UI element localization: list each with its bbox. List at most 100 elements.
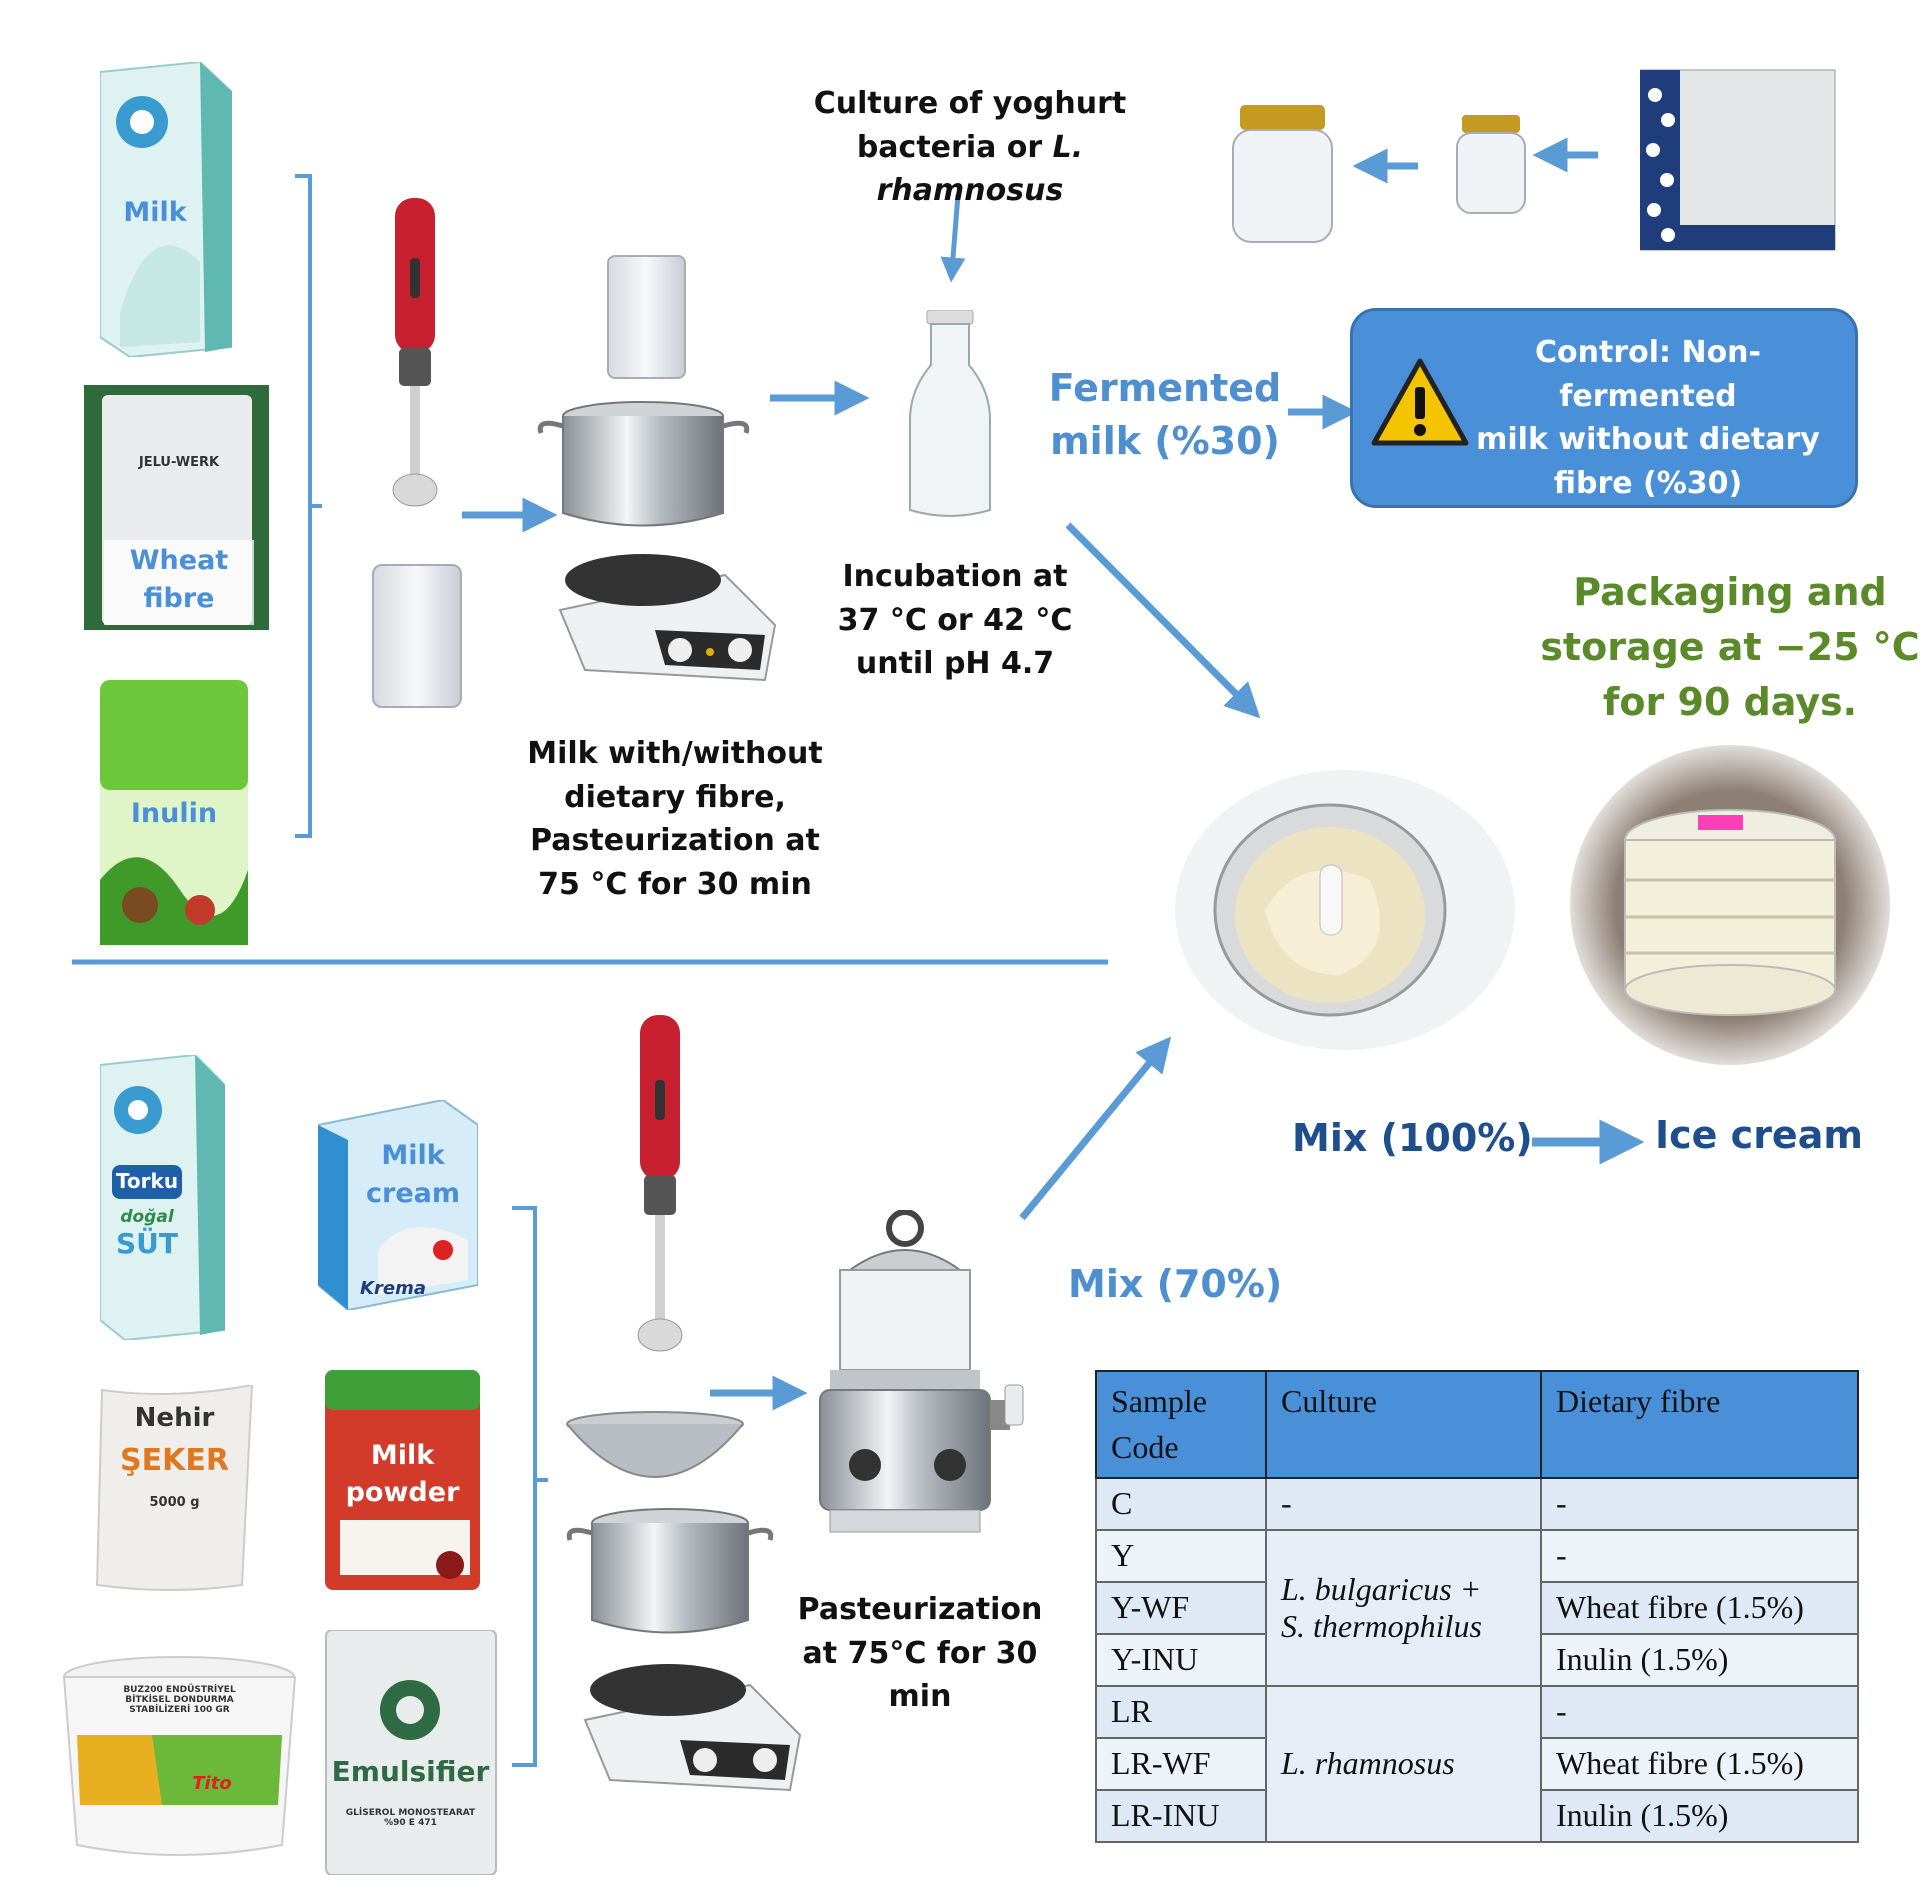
pasteurization-top-label: Milk with/without dietary fibre, Pasteur… [510,732,840,906]
packaging-line2: storage at −25 °C [1540,625,1920,670]
culture-jar-small [1455,115,1527,219]
row-code: LR [1095,1684,1267,1739]
row-code: Y-WF [1095,1580,1267,1635]
tito-label: Tito [192,1773,232,1794]
wheat-fibre-bag: JELU-WERK Wheat fibre [84,385,269,630]
top-bracket [295,174,322,838]
inulin-pouch: Inulin [100,680,248,945]
arrow-culture-to-bottle [940,194,966,283]
pasteurization-bottom-line1: Pasteurization [797,1592,1043,1627]
torku-milk-carton: Torku doğal SÜT [99,1053,226,1342]
mix-70-label: Mix (70%) [1068,1262,1283,1306]
table-row: LR-WF Wheat fibre (1.5%) [1095,1736,1859,1791]
packaging-line1: Packaging and [1573,570,1887,614]
culture-label: Culture of yoghurt bacteria or L. rhamno… [760,82,1180,213]
row-fibre: Inulin (1.5%) [1540,1632,1859,1687]
warning-triangle-icon [1371,358,1469,446]
incubation-label: Incubation at 37 °C or 42 °C until pH 4.… [830,555,1080,686]
fermented-line2: milk (%30) [1050,419,1280,464]
mix-100-label: Mix (100%) [1292,1116,1533,1160]
glass-jar-bottom-left [372,564,462,708]
pasteurization-bottom-line2: at 75°C for 30 min [802,1635,1038,1715]
fermented-line1: Fermented [1048,366,1282,410]
milk-label: Milk [123,197,187,228]
pasteurization-top-line3: Pasteurization at [530,823,820,858]
seker-label: ŞEKER [120,1443,229,1478]
nehir-label: Nehir [134,1403,215,1433]
glass-jar-top [607,255,686,379]
ice-cream-label: Ice cream [1655,1113,1863,1157]
cooking-pot-top [536,398,751,537]
emulsifier-pouch: Emulsifier GLİSEROL MONOSTEARAT %90 E 47… [323,1629,498,1876]
pasteurization-top-line1: Milk with/without [527,736,823,771]
control-line2: milk without dietary [1476,422,1820,457]
table-row: Y L. bulgaricus +S. thermophilus - [1095,1528,1859,1687]
ice-cream-containers [1570,745,1890,1069]
yoghurt-culture-line2: S. thermophilus [1281,1607,1482,1644]
bottom-bracket [512,1206,548,1767]
milk-powder-line2: powder [345,1477,460,1508]
wheat-bag-brand: JELU-WERK [138,455,220,470]
mixing-bowl [563,1410,748,1504]
culture-label-italic: L. rhamnosus [876,129,1084,209]
milk-powder-bag: Milk powder [320,1370,485,1595]
seker-weight-label: 5000 g [149,1495,200,1510]
pasteurization-top-line4: 75 °C for 30 min [538,866,812,902]
lr-culture-cell: L. rhamnosus [1265,1684,1542,1843]
pasteurization-bottom-label: Pasteurization at 75°C for 30 min [775,1588,1065,1719]
culture-label-line2-prefix: bacteria or [856,129,1053,165]
table-row: Y-INU Inulin (1.5%) [1095,1632,1859,1687]
header-code-line2: Code [1111,1429,1179,1466]
row-code: LR-INU [1095,1788,1267,1843]
arrow-bottle-to-mix [1065,522,1261,719]
wheat-fibre-label-line1: Wheat [129,545,229,576]
header-code-line1: Sample [1111,1383,1207,1419]
row-fibre: - [1540,1528,1859,1583]
yoghurt-culture-line1: L. bulgaricus + [1281,1570,1482,1607]
pasteurizer-urn [810,1209,1040,1544]
row-code: C [1095,1476,1267,1531]
packaging-label: Packaging and storage at −25 °C for 90 d… [1540,565,1920,730]
milk-powder-line1: Milk [370,1440,435,1471]
control-line1: Control: Non-fermented [1535,335,1761,414]
row-fibre: - [1540,1684,1859,1739]
culture-pouch [1639,65,1840,259]
milk-cream-line2: cream [366,1178,460,1209]
stabilizer-tub: BUZ200 ENDÜSTRİYEL BİTKİSEL DONDURMA STA… [62,1655,297,1860]
hot-plate-bottom [580,1660,805,1799]
control-line3: fibre (%30) [1553,465,1743,501]
sut-label: SÜT [115,1227,178,1260]
row-fibre: - [1540,1476,1859,1531]
incubation-line1: Incubation at [842,559,1068,594]
table-row: C - - [1095,1476,1859,1531]
hand-blender-top [390,198,440,522]
incubation-line2: 37 °C or 42 °C [837,602,1073,638]
header-culture: Culture [1265,1370,1542,1479]
hand-blender-bottom [635,1015,685,1369]
stabilizer-text: BUZ200 ENDÜSTRİYEL BİTKİSEL DONDURMA STA… [123,1685,236,1715]
control-text: Control: Non-fermented milk without diet… [1453,331,1843,505]
header-fibre: Dietary fibre [1540,1370,1859,1479]
culture-label-line1: Culture of yoghurt [813,86,1127,121]
arrow-urn-to-mix [1019,1036,1172,1221]
inulin-label: Inulin [130,798,218,829]
pasteurization-top-line2: dietary fibre, [564,779,786,815]
culture-jar-large [1230,105,1335,249]
glass-milk-bottle [905,309,995,524]
dogal-label: doğal [120,1207,174,1227]
wheat-fibre-label-line2: fibre [143,583,215,614]
sugar-bag: Nehir ŞEKER 5000 g [92,1383,257,1595]
yoghurt-culture-cell: L. bulgaricus +S. thermophilus [1265,1528,1542,1687]
table-row: LR-INU Inulin (1.5%) [1095,1788,1859,1843]
table-row: Y-WF Wheat fibre (1.5%) [1095,1580,1859,1635]
milk-cream-box: Milk cream Krema [317,1098,479,1312]
hot-plate-top [555,550,780,689]
emulsifier-label: Emulsifier [331,1755,490,1788]
row-code: LR-WF [1095,1736,1267,1791]
emulsifier-sub-label: GLİSEROL MONOSTEARAT %90 E 471 [345,1808,476,1828]
row-culture: - [1265,1476,1542,1531]
